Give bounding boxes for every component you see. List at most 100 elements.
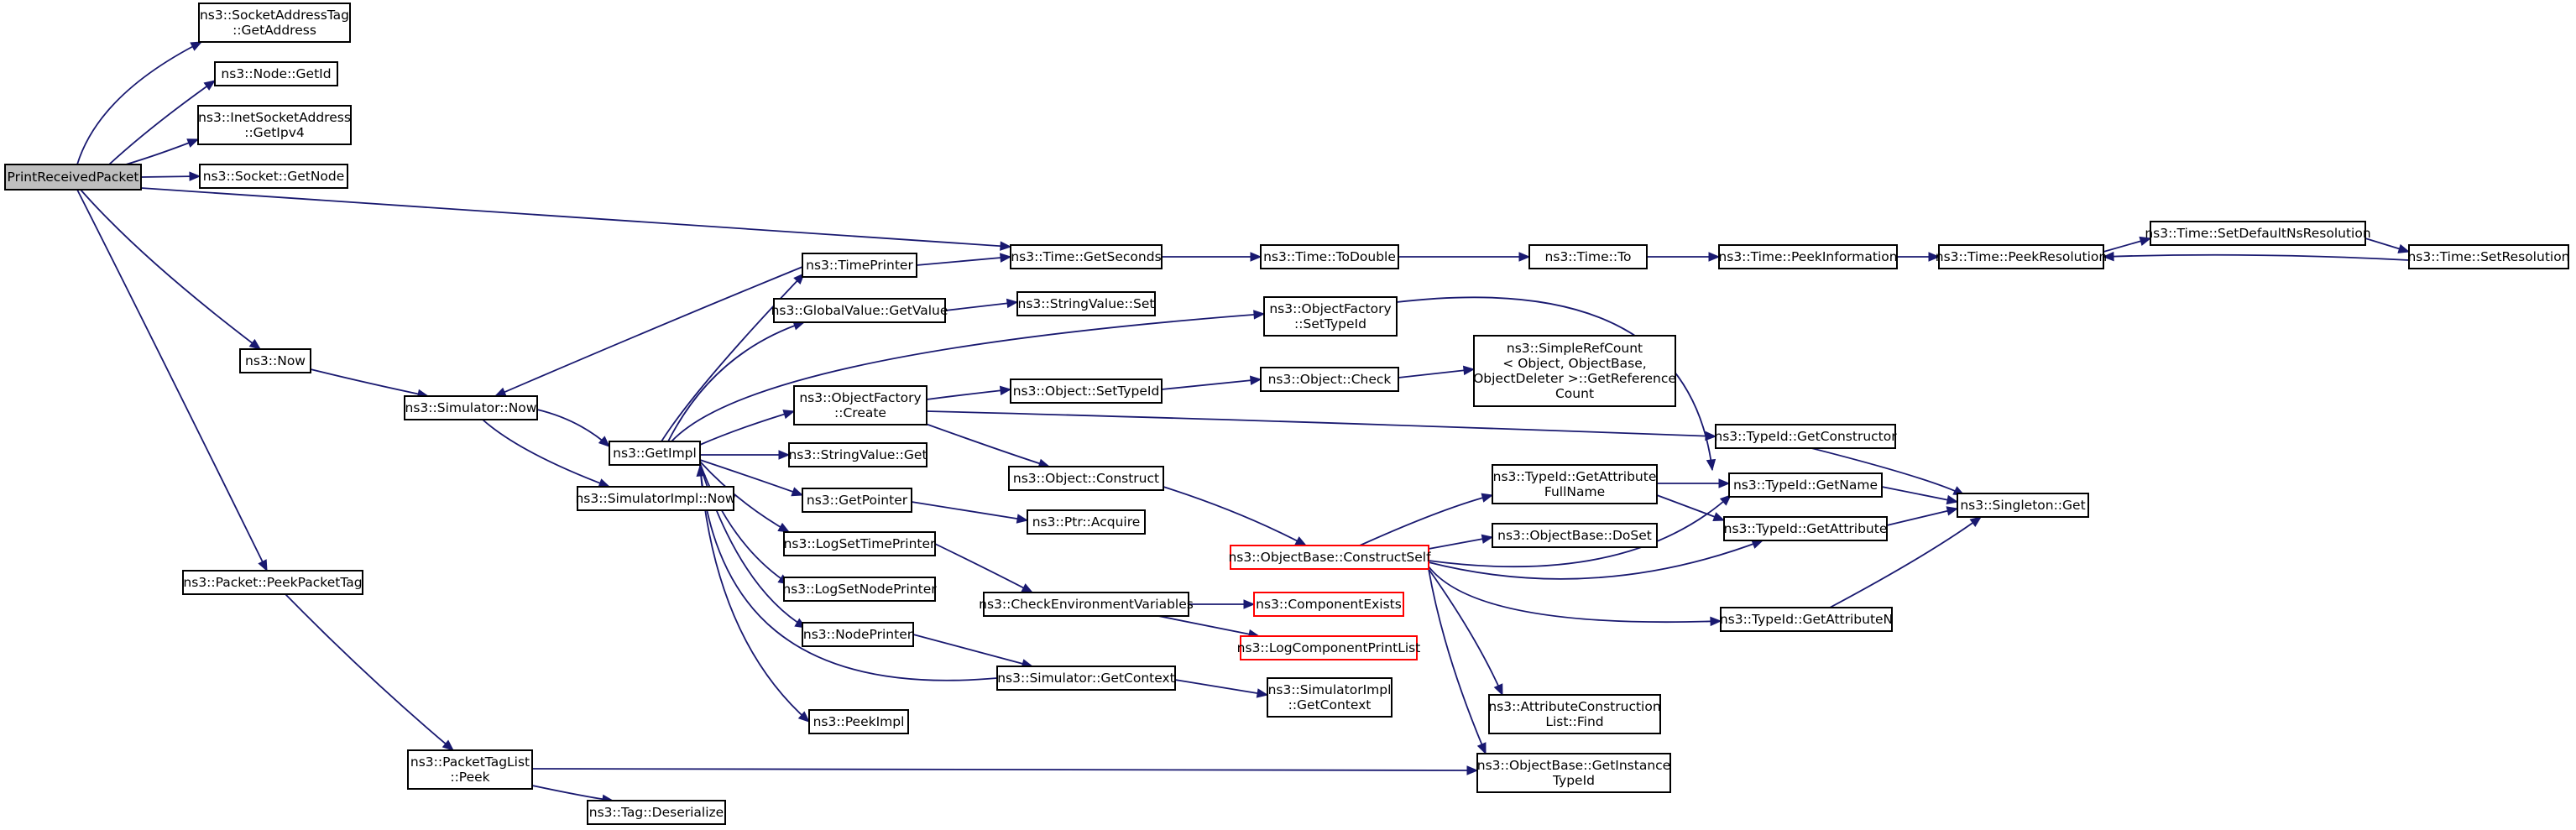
node-box[interactable]	[197, 105, 352, 145]
node-nodegetid[interactable]: ns3::Node::GetId	[214, 61, 338, 86]
node-typeidgetcons[interactable]: ns3::TypeId::GetConstructor	[1714, 424, 1897, 449]
node-now[interactable]: ns3::Now	[239, 348, 311, 373]
node-box[interactable]	[1938, 244, 2104, 269]
node-objfactsettype[interactable]: ns3::ObjectFactory::SetTypeId	[1263, 296, 1398, 337]
node-sockaddrtag[interactable]: ns3::SocketAddressTag::GetAddress	[198, 3, 351, 43]
node-box[interactable]	[793, 385, 927, 425]
node-box[interactable]	[1267, 677, 1393, 718]
node-peekimpl[interactable]: ns3::PeekImpl	[808, 709, 909, 734]
node-box[interactable]	[577, 486, 734, 511]
node-box[interactable]	[1473, 335, 1676, 407]
node-simnow[interactable]: ns3::Simulator::Now	[404, 395, 538, 420]
node-timesetdefns[interactable]: ns3::Time::SetDefaultNsResolution	[2145, 221, 2371, 246]
node-box[interactable]	[1492, 464, 1658, 504]
node-box[interactable]	[802, 488, 912, 513]
node-peekpackettag[interactable]: ns3::Packet::PeekPacketTag	[182, 570, 363, 595]
node-timeto[interactable]: ns3::Time::To	[1528, 244, 1648, 269]
node-box[interactable]	[788, 442, 927, 467]
node-box[interactable]	[404, 395, 538, 420]
node-box[interactable]	[1016, 291, 1156, 316]
node-simimplnow[interactable]: ns3::SimulatorImpl::Now	[575, 486, 736, 511]
node-logsettime[interactable]: ns3::LogSetTimePrinter	[783, 531, 936, 556]
node-tagdeserialize[interactable]: ns3::Tag::Deserialize	[587, 800, 726, 825]
node-checkenv[interactable]: ns3::CheckEnvironmentVariables	[979, 592, 1194, 617]
node-strvalset[interactable]: ns3::StringValue::Set	[1016, 291, 1156, 316]
node-box[interactable]	[182, 570, 363, 595]
node-packettaglistpeek[interactable]: ns3::PacketTagList::Peek	[407, 749, 533, 790]
node-box[interactable]	[1492, 523, 1658, 548]
node-box[interactable]	[609, 441, 701, 466]
node-simplerefcount[interactable]: ns3::SimpleRefCount< Object, ObjectBase,…	[1473, 335, 1676, 407]
node-objconstruct[interactable]: ns3::Object::Construct	[1008, 466, 1164, 491]
node-box[interactable]	[1260, 244, 1399, 269]
node-objbasedoset[interactable]: ns3::ObjectBase::DoSet	[1492, 523, 1658, 548]
node-ptracquire[interactable]: ns3::Ptr::Acquire	[1027, 509, 1146, 535]
node-box[interactable]	[214, 61, 338, 86]
node-compexists[interactable]: ns3::ComponentExists	[1253, 592, 1404, 617]
node-timeprinter[interactable]: ns3::TimePrinter	[802, 253, 917, 278]
node-box[interactable]	[802, 253, 917, 278]
node-box[interactable]	[4, 164, 142, 191]
node-timesetres[interactable]: ns3::Time::SetResolution	[2407, 244, 2570, 269]
node-timepeekres[interactable]: ns3::Time::PeekResolution	[1936, 244, 2107, 269]
node-singletonget[interactable]: ns3::Singleton::Get	[1957, 493, 2089, 518]
node-box[interactable]	[2150, 221, 2366, 246]
node-box[interactable]	[996, 666, 1176, 691]
node-box[interactable]	[1008, 466, 1164, 491]
node-box[interactable]	[1260, 367, 1399, 392]
node-box[interactable]	[1728, 472, 1883, 498]
node-box[interactable]	[199, 164, 348, 189]
node-sockgetnode[interactable]: ns3::Socket::GetNode	[199, 164, 348, 189]
node-simgetctx[interactable]: ns3::Simulator::GetContext	[996, 666, 1176, 691]
node-timepeekinfo[interactable]: ns3::Time::PeekInformation	[1718, 244, 1898, 269]
node-objsettypeid[interactable]: ns3::Object::SetTypeId	[1010, 378, 1163, 404]
node-objfactcreate[interactable]: ns3::ObjectFactory::Create	[793, 385, 927, 425]
node-typeidgetname[interactable]: ns3::TypeId::GetName	[1728, 472, 1883, 498]
node-logsetnode[interactable]: ns3::LogSetNodePrinter	[782, 577, 937, 602]
node-box[interactable]	[983, 592, 1189, 617]
node-box[interactable]	[1488, 694, 1661, 734]
node-box[interactable]	[1240, 635, 1418, 660]
node-getimpl[interactable]: ns3::GetImpl	[609, 441, 701, 466]
node-printreceived[interactable]: PrintReceivedPacket	[4, 164, 142, 191]
node-box[interactable]	[1476, 753, 1671, 793]
node-strvalget[interactable]: ns3::StringValue::Get	[788, 442, 927, 467]
node-box[interactable]	[1723, 516, 1888, 541]
node-box[interactable]	[1957, 493, 2089, 518]
node-globalvalue[interactable]: ns3::GlobalValue::GetValue	[771, 298, 948, 323]
node-box[interactable]	[1715, 424, 1896, 449]
node-logcompprint[interactable]: ns3::LogComponentPrintList	[1237, 635, 1421, 660]
node-timegetsec[interactable]: ns3::Time::GetSeconds	[1010, 244, 1163, 269]
node-box[interactable]	[1263, 296, 1398, 337]
node-box[interactable]	[1720, 607, 1893, 632]
node-objcheck[interactable]: ns3::Object::Check	[1260, 367, 1399, 392]
node-timetodouble[interactable]: ns3::Time::ToDouble	[1260, 244, 1399, 269]
node-box[interactable]	[802, 622, 914, 647]
node-constructself[interactable]: ns3::ObjectBase::ConstructSelf	[1228, 545, 1431, 570]
node-box[interactable]	[773, 298, 946, 323]
node-typeidgetattrn[interactable]: ns3::TypeId::GetAttributeN	[1720, 607, 1893, 632]
node-box[interactable]	[1010, 378, 1163, 404]
node-box[interactable]	[1718, 244, 1898, 269]
node-box[interactable]	[198, 3, 351, 43]
node-box[interactable]	[1253, 592, 1404, 617]
node-box[interactable]	[1230, 545, 1429, 570]
node-getpointer[interactable]: ns3::GetPointer	[802, 488, 912, 513]
node-box[interactable]	[1528, 244, 1648, 269]
node-box[interactable]	[587, 800, 726, 825]
node-box[interactable]	[1010, 244, 1163, 269]
node-box[interactable]	[1027, 509, 1146, 535]
node-inetsock[interactable]: ns3::InetSocketAddress::GetIpv4	[197, 105, 352, 145]
node-simimplctx[interactable]: ns3::SimulatorImpl::GetContext	[1267, 677, 1393, 718]
node-box[interactable]	[808, 709, 909, 734]
node-box[interactable]	[407, 749, 533, 790]
node-box[interactable]	[783, 531, 936, 556]
node-box[interactable]	[783, 577, 936, 602]
node-box[interactable]	[2408, 244, 2569, 269]
node-box[interactable]	[239, 348, 311, 373]
node-nodeprinter[interactable]: ns3::NodePrinter	[802, 622, 914, 647]
node-typeidgetattr[interactable]: ns3::TypeId::GetAttribute	[1723, 516, 1888, 541]
